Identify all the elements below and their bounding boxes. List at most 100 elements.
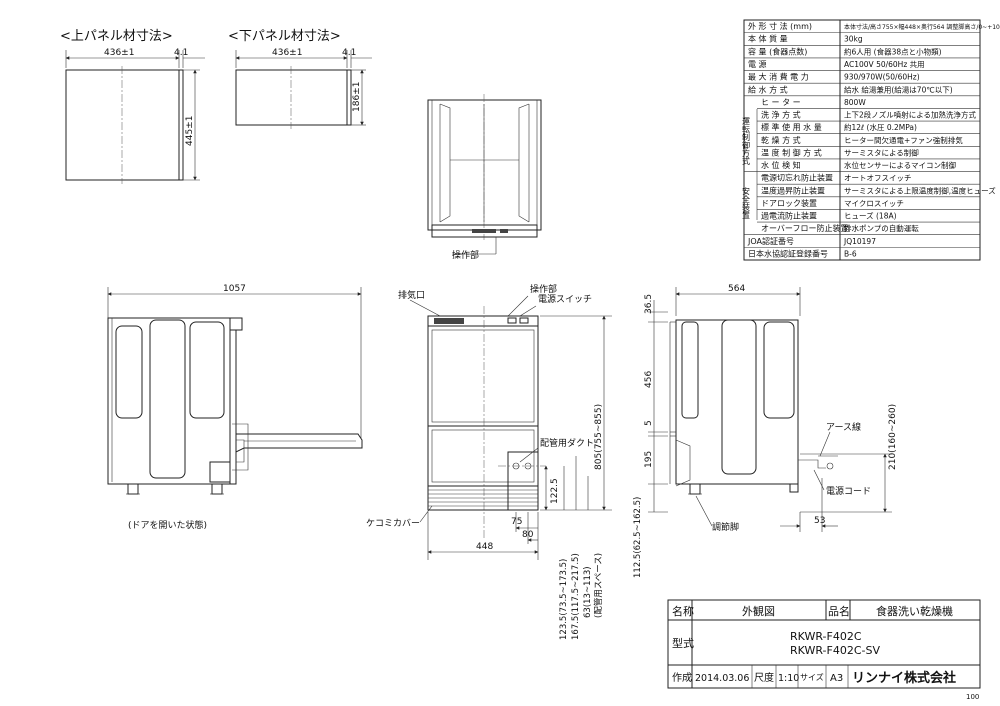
title-model-label: 型式 — [672, 636, 694, 650]
spec-row-label: 過電流防止装置 — [761, 211, 817, 221]
spec-row-value: 給水 給湯兼用(給湯は70℃以下) — [844, 84, 953, 94]
title-product-value: 食器洗い乾燥機 — [876, 604, 953, 618]
rs-bottom: 112.5(62.5~162.5) — [633, 497, 643, 578]
spec-row-value: サーミスタによる制御 — [844, 147, 919, 157]
spec-row-label: 標 準 使 用 水 量 — [761, 122, 822, 132]
rs-5: 5 — [644, 420, 654, 426]
spec-row-value: オートオフスイッチ — [844, 174, 912, 183]
pipe-space-note: (配管用スペース) — [593, 553, 604, 618]
pipe-space-2: 167.5(117.5~217.5) — [571, 553, 581, 640]
spec-row-label: JOA認証番号 — [747, 236, 794, 246]
spec-row-label: 電源切忘れ防止装置 — [761, 173, 833, 183]
spec-row-value: 800W — [844, 98, 866, 107]
title-block: 名称 外観図 品名 食器洗い乾燥機 型式 RKWR-F402C RKWR-F40… — [667, 599, 981, 701]
front-height: 805(755~855) — [594, 404, 604, 470]
control-panel-label-top: 操作部 — [452, 249, 479, 261]
side-open-width: 1057 — [223, 284, 246, 294]
pipe-space-1: 123.5(73.5~173.5) — [559, 559, 569, 640]
upper-panel-thickness: 4.1 — [174, 48, 188, 58]
right-side-depth: 564 — [728, 284, 745, 294]
spec-table: 運転制御方式 安全装置 外 形 寸 法 (mm) 本体寸法/高さ755×幅448×… — [742, 19, 1000, 261]
company-name: リンナイ株式会社 — [852, 670, 956, 686]
spec-row-label: 日本水協認証登録番号 — [748, 248, 828, 258]
front-view: 排気口 操作部 電源スイッチ 配管用ダクト ケコミカバー 448 — [366, 283, 612, 640]
spec-row-value: 約12ℓ (水圧 0.2MPa) — [844, 122, 917, 132]
duct-label: 配管用ダクト — [540, 437, 594, 449]
exhaust-label: 排気口 — [398, 289, 425, 301]
lower-panel-title: <下パネル材寸法> — [228, 29, 341, 44]
spec-row-value: 930/970W(50/60Hz) — [844, 73, 920, 82]
kick-cover-label: ケコミカバー — [366, 518, 420, 529]
control-panel-label: 操作部 — [530, 283, 557, 295]
ground-wire-label: アース線 — [826, 421, 861, 433]
lower-panel-height: 186±1 — [352, 82, 362, 112]
title-size-label: サイズ — [800, 672, 824, 682]
spec-row-label: オーバーフロー防止装置 — [761, 223, 848, 233]
title-date: 2014.03.06 — [695, 673, 749, 684]
spec-row-label: 最 大 消 費 電 力 — [748, 72, 809, 82]
side-view-door-open: 1057 (ドアを開いた状態) — [107, 284, 363, 531]
title-name-label: 名称 — [672, 604, 694, 618]
upper-panel-title: <上パネル材寸法> — [60, 29, 173, 44]
top-view: 操作部 — [427, 94, 542, 261]
duct-dim-75: 75 — [511, 517, 522, 527]
rs-53: 53 — [814, 516, 825, 526]
spec-row-value: AC100V 50/60Hz 共用 — [844, 60, 925, 69]
power-cord-label: 電源コード — [826, 486, 871, 497]
title-product-label: 品名 — [828, 604, 850, 618]
upper-panel-view: <上パネル材寸法> 436±1 4.1 445±1 — [60, 29, 205, 184]
spec-row-label: 給 水 方 式 — [748, 84, 788, 94]
page-number: 100 — [966, 693, 979, 701]
upper-panel-height: 445±1 — [185, 116, 195, 146]
spec-row-label: ヒ ー タ ー — [761, 98, 801, 107]
upper-panel-width: 436±1 — [104, 48, 134, 58]
spec-row-value: JQ10197 — [843, 237, 876, 246]
spec-row-value: B-6 — [844, 249, 857, 258]
adjust-leg-label: 調節脚 — [712, 521, 739, 533]
spec-row-label: 容 量 (食器点数) — [748, 46, 807, 56]
title-name-value: 外観図 — [742, 604, 775, 618]
spec-row-value: 約6人用 (食器38点と小物類) — [844, 46, 942, 56]
title-model-1: RKWR-F402C — [790, 630, 862, 643]
spec-group-safety: 安全装置 — [742, 186, 751, 219]
spec-row-value: 30kg — [844, 35, 863, 44]
title-size: A3 — [830, 673, 843, 684]
rs-top: 36.5 — [644, 294, 654, 314]
power-switch-label: 電源スイッチ — [538, 294, 592, 305]
spec-row-value: ヒーター間欠通電+ファン強制排気 — [844, 135, 963, 145]
spec-row-value: ヒューズ (18A) — [844, 211, 897, 221]
spec-row-value: サーミスタによる上限温度制御,温度ヒューズ — [844, 185, 996, 195]
right-side-view: 564 36.5 456 5 195 112.5(62.5~162.5) 210… — [633, 284, 898, 578]
spec-row-value: 排水ポンプの自動運転 — [844, 223, 919, 233]
spec-row-label: 水 位 検 知 — [761, 160, 801, 170]
title-model-2: RKWR-F402C-SV — [790, 644, 880, 657]
spec-row-label: 電 源 — [748, 60, 767, 69]
pipe-space-3: 63(13~113) — [583, 566, 593, 618]
duct-height: 122.5 — [550, 478, 560, 504]
title-made-label: 作成 — [672, 672, 692, 684]
rs-456: 456 — [644, 371, 654, 388]
spec-row-value: マイクロスイッチ — [844, 199, 904, 208]
duct-dim-80: 80 — [522, 530, 534, 540]
front-width: 448 — [476, 542, 493, 552]
spec-row-label: 温 度 制 御 方 式 — [761, 147, 822, 157]
rs-195: 195 — [644, 451, 654, 468]
spec-row-label: 乾 燥 方 式 — [761, 135, 801, 145]
spec-row-value: 上下2段ノズル噴射による加熱洗浄方式 — [844, 110, 977, 120]
spec-row-label: 温度過昇防止装置 — [761, 185, 825, 195]
lower-panel-view: <下パネル材寸法> 436±1 4.1 186±1 — [228, 29, 372, 129]
spec-row-label: ドアロック装置 — [761, 198, 817, 208]
lower-panel-width: 436±1 — [272, 48, 302, 58]
title-scale-label: 尺度 — [754, 671, 774, 684]
title-scale: 1:10 — [778, 673, 799, 684]
spec-row-label: 外 形 寸 法 (mm) — [748, 21, 812, 31]
rs-210: 210(160~260) — [888, 404, 898, 470]
spec-row-label: 本 体 質 量 — [748, 34, 788, 44]
spec-row-label: 洗 浄 方 式 — [761, 110, 801, 120]
spec-group-control: 運転制御方式 — [742, 117, 751, 165]
spec-row-value: 本体寸法/高さ755×幅448×奥行564 調整脚高さ/0~+100 — [844, 23, 1000, 31]
door-open-label: (ドアを開いた状態) — [128, 519, 207, 531]
lower-panel-thickness: 4.1 — [342, 48, 356, 58]
spec-row-value: 水位センサーによるマイコン制御 — [844, 160, 956, 170]
